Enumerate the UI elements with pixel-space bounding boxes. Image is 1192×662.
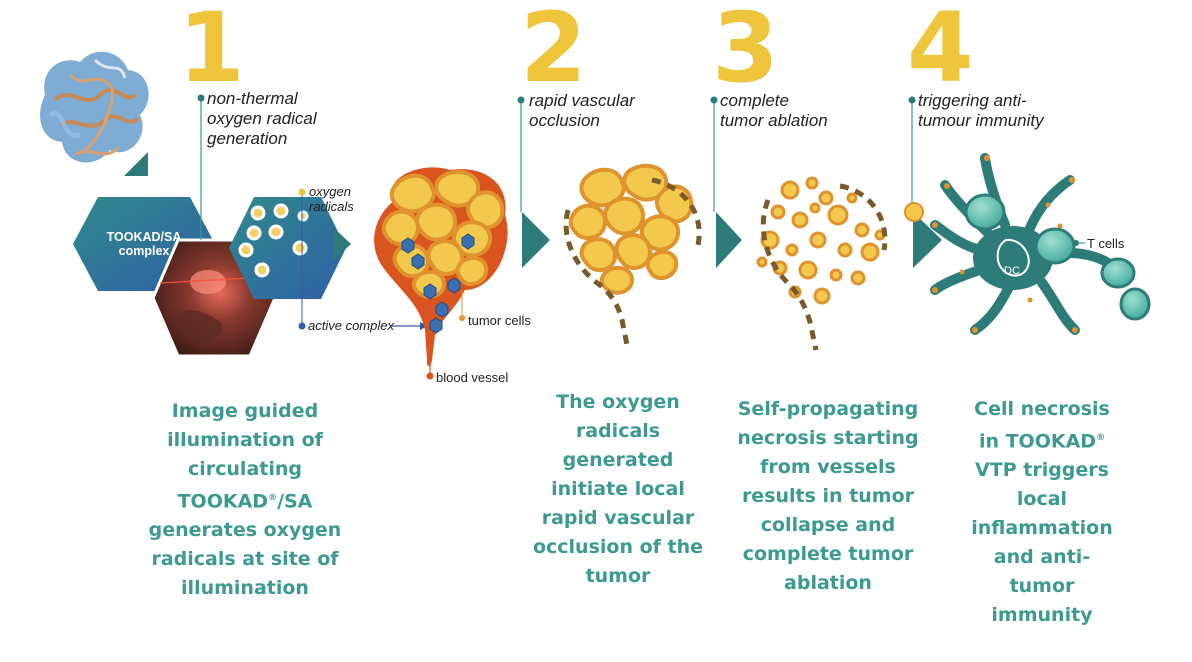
- step-2-number: 2: [520, 0, 587, 104]
- pointer-triangle: [124, 152, 148, 176]
- chevron-arrow-4: [913, 212, 942, 268]
- chevron-arrow-3: [716, 212, 742, 268]
- oxygen-dot: [298, 188, 306, 196]
- dendritic-cell: [930, 153, 1120, 335]
- step2-dot: [517, 96, 525, 104]
- tumor-ablated: [756, 176, 888, 351]
- step-2-label: rapid vascular occlusion: [529, 91, 635, 130]
- active-complex-label: active complex: [308, 318, 394, 333]
- dc-label: DC: [1004, 265, 1020, 277]
- chevron-arrow-1: [334, 228, 351, 260]
- step-3-label: complete tumor ablation: [720, 91, 828, 130]
- blood-vessel-label: blood vessel: [436, 370, 509, 385]
- active-complex-dot: [298, 322, 306, 330]
- tumor-with-blood-vessel: [374, 167, 508, 366]
- tumor-cells-label: tumor cells: [468, 313, 531, 328]
- tookad-complex-label: TOOKAD/SA complex: [106, 230, 182, 258]
- t-cells-label: T cells: [1087, 236, 1125, 251]
- step-2-description: The oxygen radicals generated initiate l…: [532, 391, 704, 587]
- step-4-label: triggering anti- tumour immunity: [918, 91, 1044, 130]
- protein-structure-image: [40, 51, 149, 163]
- step-3-description: Self-propagating necrosis starting from …: [737, 398, 919, 594]
- antigen-fragment: [904, 202, 924, 222]
- step-1-label: non-thermal oxygen radical generation: [207, 89, 317, 148]
- t-cells-dot: [1073, 240, 1079, 246]
- step-1-description: Image guided illumination of circulating…: [148, 400, 342, 600]
- oxygen-radicals-hexagon: [229, 197, 346, 299]
- chevron-arrow-2: [522, 212, 550, 268]
- step4-dot: [908, 96, 916, 104]
- blood-vessel-dot: [426, 372, 434, 380]
- step-4-description: Cell necrosis in TOOKAD® VTP triggers lo…: [971, 398, 1113, 627]
- t-cells: [964, 193, 1151, 321]
- step-3-number: 3: [712, 0, 779, 104]
- arrowhead: [420, 322, 428, 330]
- tumor-cells-dot: [459, 315, 465, 321]
- oxygen-radicals-label: oxygen radicals: [309, 184, 354, 214]
- tumor-occluded: [563, 163, 702, 351]
- step-1-number: 1: [178, 0, 245, 104]
- step1-dot: [197, 94, 205, 102]
- step-4-number: 4: [907, 0, 974, 104]
- step3-dot: [710, 96, 718, 104]
